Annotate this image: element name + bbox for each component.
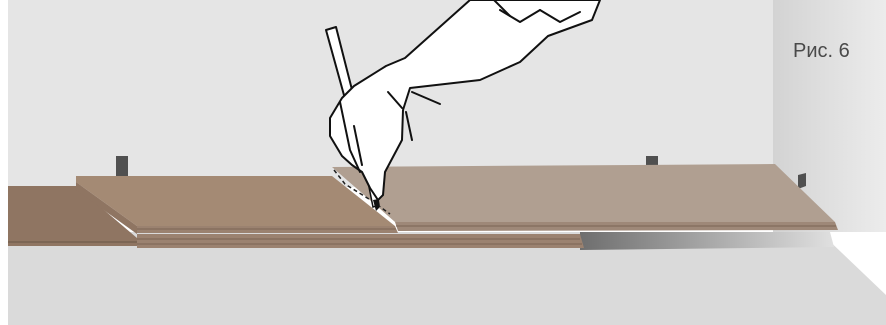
board-shadow [580, 232, 834, 250]
board-stack-lower [137, 234, 584, 248]
figure-label: Рис. 6 [793, 40, 850, 63]
spacer-wedge [116, 156, 128, 176]
new-board [332, 164, 835, 222]
spacer-wedge [646, 156, 658, 166]
